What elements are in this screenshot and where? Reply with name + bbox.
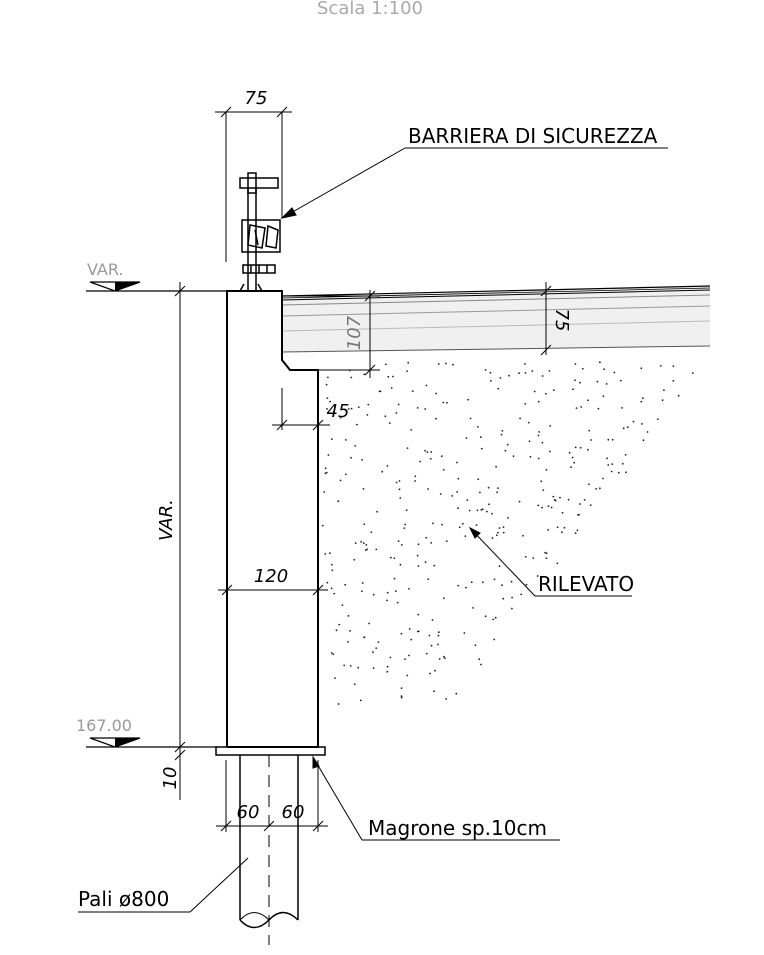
dimension-pavement-depth <box>282 290 380 378</box>
barrier-leader <box>280 147 668 219</box>
embankment-fill <box>321 361 694 705</box>
dim-barrier-width: 75 <box>245 88 268 109</box>
label-embankment: RILEVATO <box>538 572 634 596</box>
pile <box>239 755 299 945</box>
safety-barrier <box>239 172 281 292</box>
dimension-pile-halves <box>216 760 328 832</box>
level-marker-base <box>86 737 218 748</box>
retaining-wall <box>226 290 319 748</box>
level-marker-top <box>86 281 230 292</box>
label-piles: Pali ø800 <box>78 887 169 911</box>
piles-leader <box>78 857 249 913</box>
dimension-wall-width <box>218 584 328 596</box>
scale-label: Scala 1:100 <box>317 0 423 19</box>
road-layers <box>281 285 711 353</box>
dimension-barrier-width <box>215 106 292 262</box>
label-lean-concrete: Magrone sp.10cm <box>368 816 547 840</box>
level-top: VAR. <box>87 260 124 279</box>
dim-road-layer: 75 <box>551 309 572 332</box>
dim-half-right: 60 <box>282 802 305 823</box>
dim-pavement-depth: 107 <box>344 315 365 350</box>
level-base: 167.00 <box>76 716 132 735</box>
dim-step: 45 <box>327 401 350 422</box>
dim-lean-thickness: 10 <box>160 767 181 790</box>
embankment-leader <box>468 526 632 597</box>
label-barrier: BARRIERA DI SICUREZZA <box>408 124 658 148</box>
dimension-road-layer <box>540 282 552 356</box>
dim-half-left: 60 <box>237 802 260 823</box>
dim-wall-width: 120 <box>254 566 288 587</box>
lean-concrete-leader <box>312 755 560 841</box>
lean-concrete-slab <box>215 746 326 756</box>
dim-wall-height: VAR. <box>156 499 177 541</box>
dimension-wall-height <box>174 282 186 800</box>
dimension-step <box>272 388 330 431</box>
